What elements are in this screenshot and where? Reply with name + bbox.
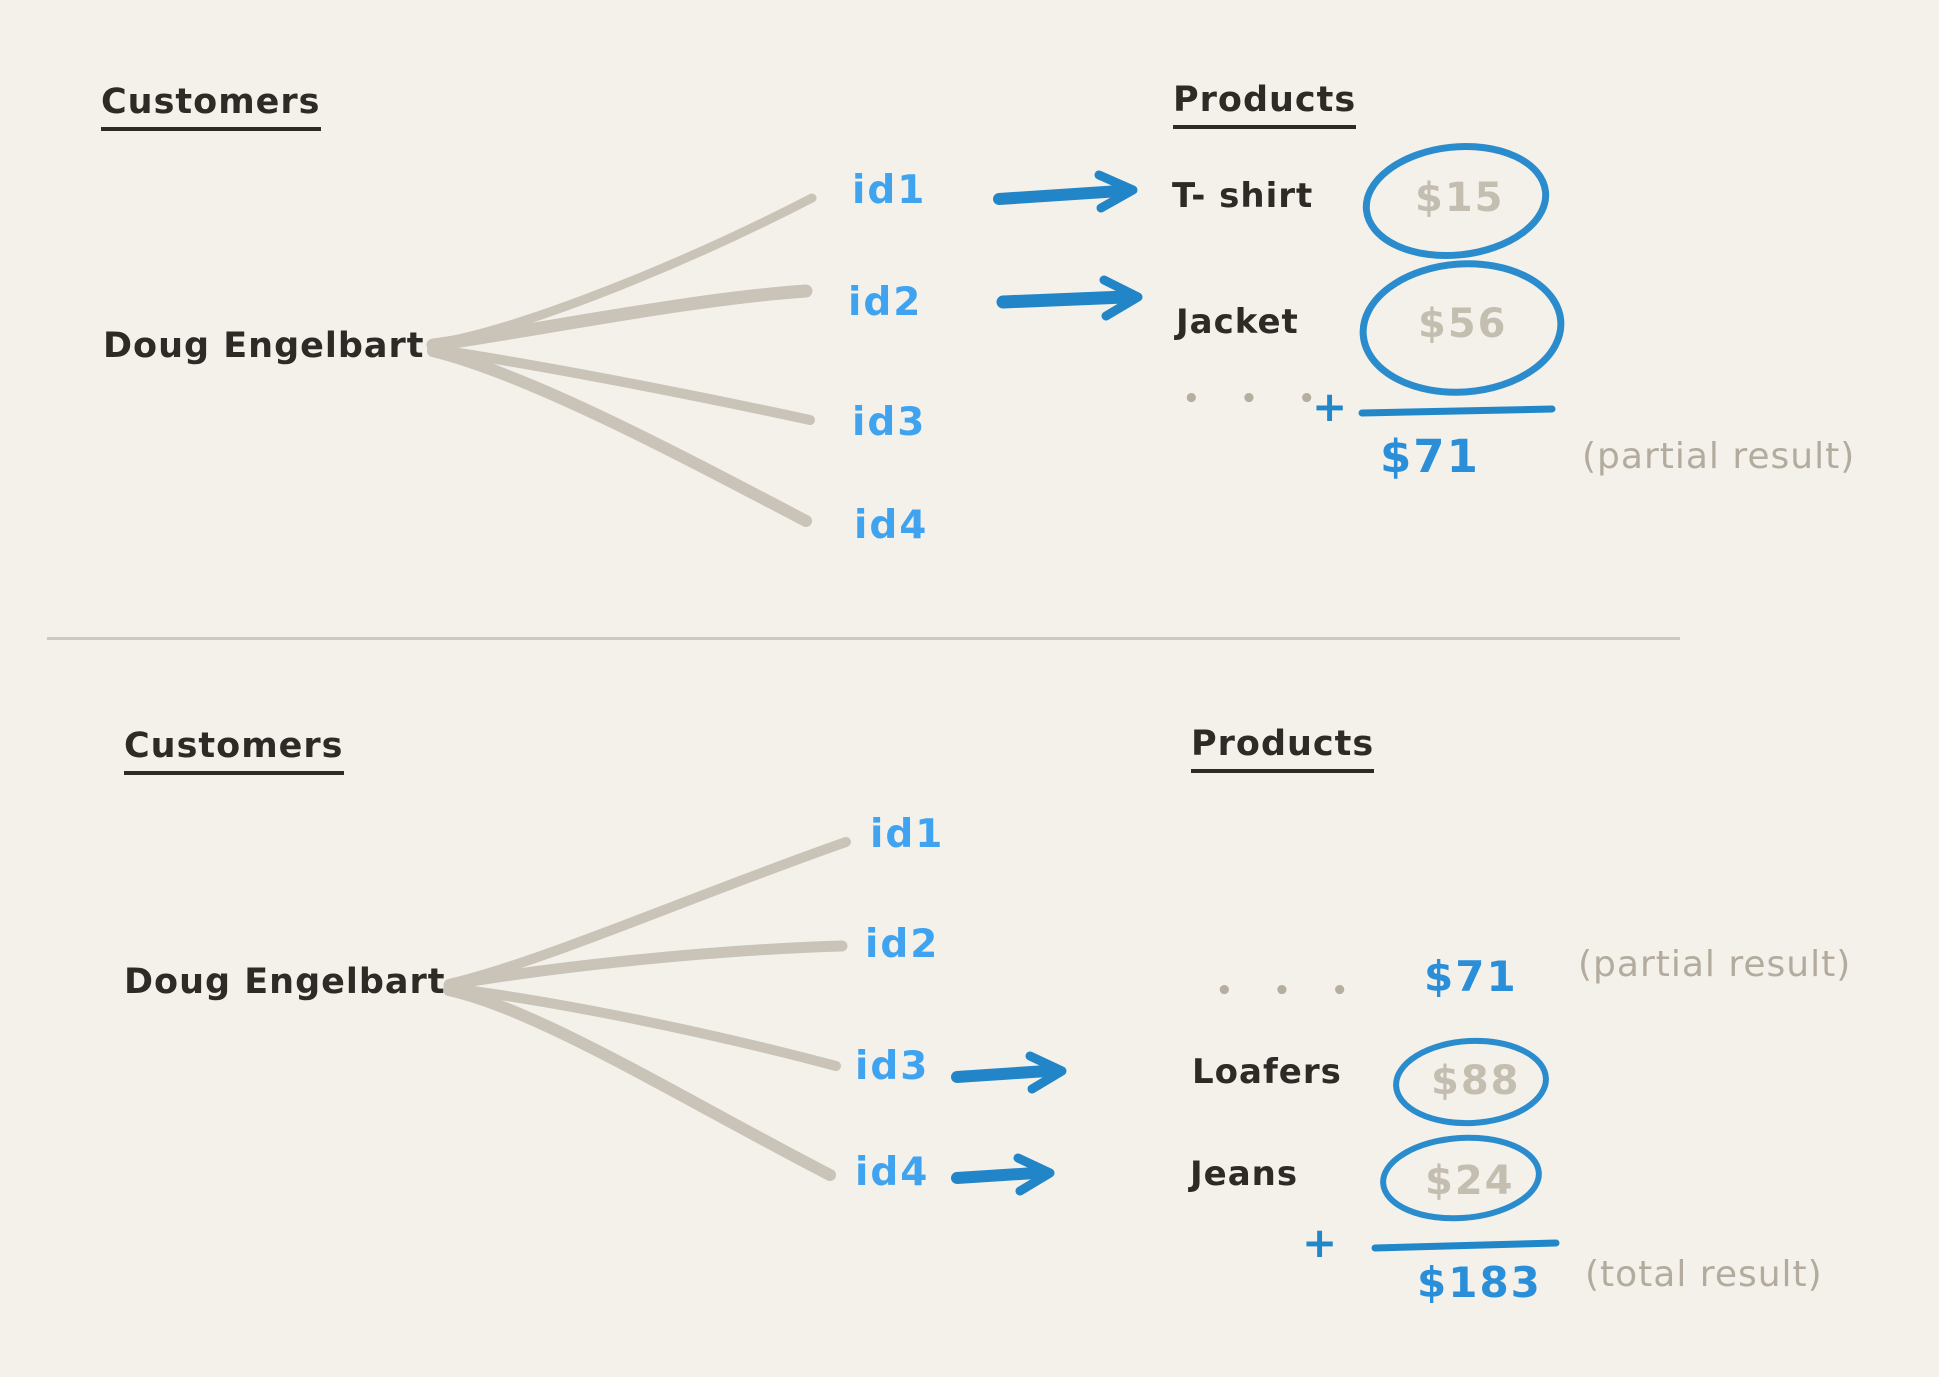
top-arrow-id1 bbox=[993, 170, 1138, 213]
top-products-heading: Products bbox=[1173, 80, 1357, 129]
top-arrow-id2 bbox=[996, 275, 1143, 321]
top-id3-label: id3 bbox=[852, 400, 927, 445]
top-sum-line bbox=[1358, 405, 1556, 417]
bottom-product-loafers: Loafers bbox=[1192, 1052, 1342, 1092]
top-plus-sign: + bbox=[1312, 382, 1348, 431]
bottom-sum-value: $183 bbox=[1417, 1258, 1542, 1307]
bottom-ellipsis: • • • bbox=[1216, 976, 1364, 1006]
top-id4-label: id4 bbox=[854, 503, 929, 548]
top-customers-heading: Customers bbox=[101, 82, 321, 131]
bottom-arrow-id3 bbox=[951, 1051, 1067, 1094]
bottom-carried-sum: $71 bbox=[1424, 952, 1518, 1001]
bottom-price-jeans: $24 bbox=[1425, 1158, 1515, 1204]
circle-price-56 bbox=[1359, 260, 1565, 396]
bottom-fan-curves bbox=[443, 837, 851, 1181]
bottom-plus-sign: + bbox=[1302, 1218, 1338, 1267]
bottom-customers-heading: Customers bbox=[124, 726, 344, 775]
bottom-product-jeans: Jeans bbox=[1190, 1154, 1299, 1194]
top-partial-result-note: (partial result) bbox=[1582, 436, 1856, 477]
top-product-tshirt: T- shirt bbox=[1172, 176, 1314, 216]
bottom-arrow-id4 bbox=[951, 1153, 1055, 1196]
top-price-jacket: $56 bbox=[1418, 301, 1508, 347]
top-id2-label: id2 bbox=[848, 280, 923, 325]
bottom-partial-result-note: (partial result) bbox=[1578, 944, 1852, 985]
bottom-sum-line bbox=[1371, 1239, 1560, 1252]
top-customer-name: Doug Engelbart bbox=[103, 326, 425, 366]
bottom-id1-label: id1 bbox=[870, 812, 945, 857]
bottom-id4-label: id4 bbox=[855, 1150, 930, 1195]
top-sum-value: $71 bbox=[1380, 430, 1480, 483]
bottom-products-heading: Products bbox=[1191, 724, 1375, 773]
section-divider bbox=[47, 637, 1680, 640]
bottom-id2-label: id2 bbox=[865, 922, 940, 967]
top-price-tshirt: $15 bbox=[1415, 175, 1505, 221]
circle-price-24 bbox=[1380, 1134, 1542, 1222]
bottom-price-loafers: $88 bbox=[1431, 1058, 1521, 1104]
circle-price-88 bbox=[1393, 1037, 1549, 1127]
circle-price-15 bbox=[1362, 142, 1550, 260]
top-ellipsis: • • • bbox=[1183, 384, 1331, 414]
bottom-id3-label: id3 bbox=[855, 1044, 930, 1089]
bottom-customer-name: Doug Engelbart bbox=[124, 962, 446, 1002]
top-product-jacket: Jacket bbox=[1176, 302, 1299, 342]
top-id1-label: id1 bbox=[852, 168, 927, 213]
bottom-total-result-note: (total result) bbox=[1585, 1254, 1823, 1295]
top-fan-curves bbox=[426, 193, 817, 527]
